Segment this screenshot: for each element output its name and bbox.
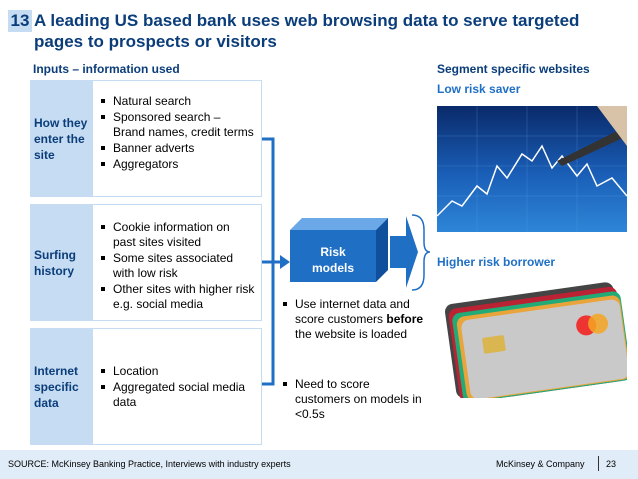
output-bracket bbox=[411, 214, 431, 291]
segment-low-risk: Low risk saver bbox=[437, 82, 521, 96]
source-note: SOURCE: McKinsey Banking Practice, Inter… bbox=[8, 459, 291, 469]
slide-number-badge: 13 bbox=[8, 10, 32, 32]
risk-box-top bbox=[290, 218, 388, 230]
row-label: Surfing history bbox=[30, 204, 92, 321]
bullet-item: Sponsored search – Brand names, credit t… bbox=[101, 110, 255, 140]
risk-label-line2: models bbox=[311, 261, 354, 275]
footer-divider bbox=[598, 456, 599, 471]
segment-high-risk: Higher risk borrower bbox=[437, 255, 556, 269]
slide-title: A leading US based bank uses web browsin… bbox=[34, 11, 580, 51]
risk-box-front bbox=[290, 230, 376, 282]
credit-cards-image bbox=[437, 273, 627, 398]
row-body: Cookie information on past sites visited… bbox=[92, 204, 262, 321]
footer: SOURCE: McKinsey Banking Practice, Inter… bbox=[0, 450, 638, 479]
row-label: How they enter the site bbox=[30, 80, 92, 197]
inputs-heading: Inputs – information used bbox=[33, 62, 180, 76]
bullet-item: Other sites with higher risk e.g. social… bbox=[101, 282, 255, 312]
bullet-item: Banner adverts bbox=[101, 141, 255, 156]
note-bullet: Need to score customers on models in <0.… bbox=[283, 377, 428, 422]
note-text: Use internet data and score customers bbox=[295, 297, 410, 326]
risk-label-line1: Risk bbox=[320, 245, 346, 259]
input-row-internet: Internet specific data Location Aggregat… bbox=[30, 328, 262, 445]
row-label: Internet specific data bbox=[30, 328, 92, 445]
connector-arrowhead bbox=[280, 255, 290, 269]
page-number: 23 bbox=[606, 459, 617, 469]
connector-line bbox=[262, 137, 275, 263]
bullet-item: Cookie information on past sites visited bbox=[101, 220, 255, 250]
output-arrow bbox=[390, 216, 418, 288]
input-row-surfing: Surfing history Cookie information on pa… bbox=[30, 204, 262, 321]
bullet-item: Aggregators bbox=[101, 157, 255, 172]
bullet-item: Location bbox=[101, 364, 255, 379]
bullet-item: Aggregated social media data bbox=[101, 380, 255, 410]
bullet-item: Natural search bbox=[101, 94, 255, 109]
input-row-entry: How they enter the site Natural search S… bbox=[30, 80, 262, 197]
risk-box-side bbox=[376, 218, 388, 282]
company-name: McKinsey & Company bbox=[496, 459, 585, 469]
segment-heading: Segment specific websites bbox=[437, 62, 590, 76]
note-text: the website is loaded bbox=[295, 327, 408, 341]
row-body: Natural search Sponsored search – Brand … bbox=[92, 80, 262, 197]
stock-chart-image bbox=[437, 106, 627, 232]
risk-models-label: Risk models bbox=[290, 244, 376, 276]
note-bullet: Use internet data and score customers be… bbox=[283, 297, 428, 342]
note-bold: before bbox=[386, 312, 424, 326]
bullet-item: Some sites associated with low risk bbox=[101, 251, 255, 281]
connector-line bbox=[262, 263, 275, 386]
row-body: Location Aggregated social media data bbox=[92, 328, 262, 445]
